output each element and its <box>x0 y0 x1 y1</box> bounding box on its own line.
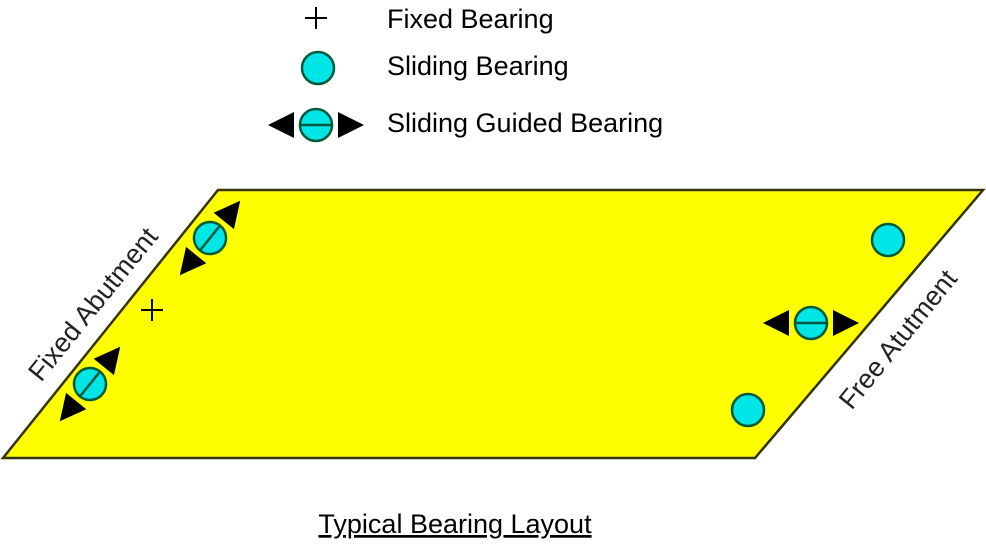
legend: Fixed Bearing Sliding Bearing Sliding Gu… <box>266 4 663 143</box>
legend-label: Fixed Bearing <box>387 4 554 34</box>
legend-label: Sliding Guided Bearing <box>387 108 663 138</box>
guided-circle-arrows-icon <box>266 107 366 143</box>
legend-label: Sliding Bearing <box>387 51 569 81</box>
legend-item-guided: Sliding Guided Bearing <box>266 107 663 143</box>
diagram-caption: Typical Bearing Layout <box>318 509 592 539</box>
legend-item-sliding: Sliding Bearing <box>300 50 569 86</box>
legend-item-fixed: Fixed Bearing <box>304 4 554 34</box>
plus-icon <box>304 6 328 30</box>
sliding-bearing-icon <box>730 392 766 428</box>
circle-icon <box>300 50 336 86</box>
bridge-deck <box>0 188 986 460</box>
sliding-bearing-icon <box>870 222 906 258</box>
